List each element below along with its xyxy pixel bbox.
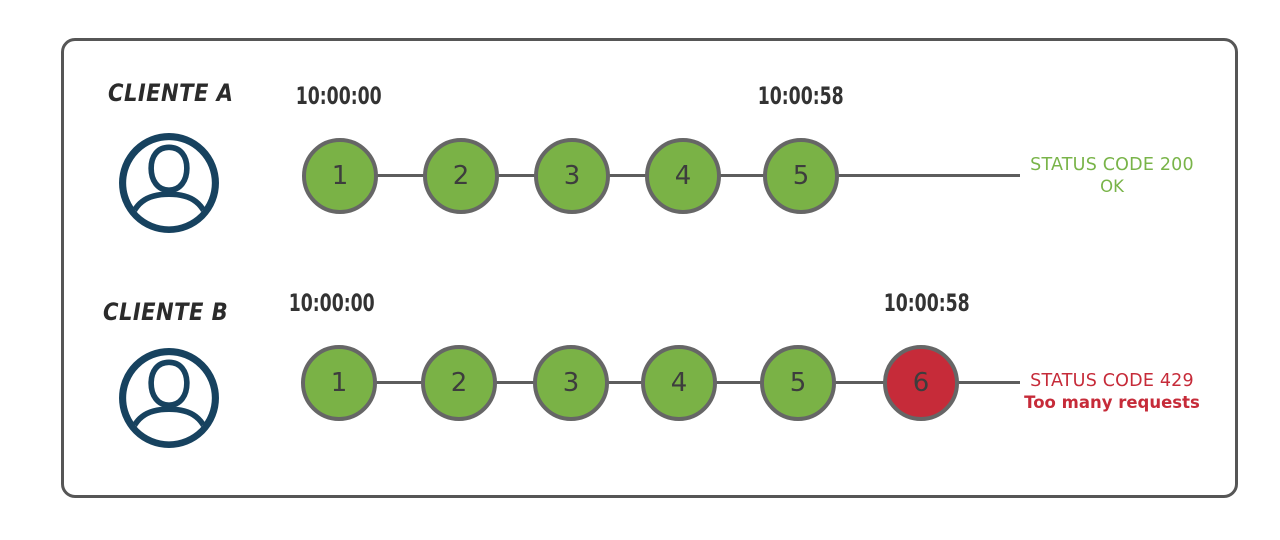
- request-circle: 3: [533, 345, 609, 421]
- status-label-error: STATUS CODE 429 Too many requests: [1023, 371, 1201, 413]
- user-avatar-icon: [119, 133, 219, 233]
- status-message-text: OK: [1100, 177, 1124, 196]
- request-circle: 1: [301, 345, 377, 421]
- request-circle: 5: [763, 138, 839, 214]
- timestamp-start: 10:00:00: [296, 82, 382, 110]
- user-avatar-icon: [119, 348, 219, 448]
- timestamp-end: 10:00:58: [884, 289, 970, 317]
- request-circle: 5: [760, 345, 836, 421]
- timestamp-end: 10:00:58: [758, 82, 844, 110]
- status-code-text: STATUS CODE 429: [1030, 371, 1194, 391]
- client-b-label: CLIENTE B: [103, 298, 229, 326]
- status-label-success: STATUS CODE 200 OK: [1023, 155, 1201, 197]
- request-circle: 4: [641, 345, 717, 421]
- timestamp-start: 10:00:00: [289, 289, 375, 317]
- status-message-text: Too many requests: [1024, 393, 1200, 412]
- client-a-label: CLIENTE A: [108, 79, 234, 107]
- request-circle-rate-limited: 6: [883, 345, 959, 421]
- request-circle: 4: [645, 138, 721, 214]
- status-code-text: STATUS CODE 200: [1030, 155, 1194, 175]
- request-circle: 2: [421, 345, 497, 421]
- request-circle: 3: [534, 138, 610, 214]
- diagram-panel: [61, 38, 1238, 498]
- request-circle: 1: [302, 138, 378, 214]
- request-circle: 2: [423, 138, 499, 214]
